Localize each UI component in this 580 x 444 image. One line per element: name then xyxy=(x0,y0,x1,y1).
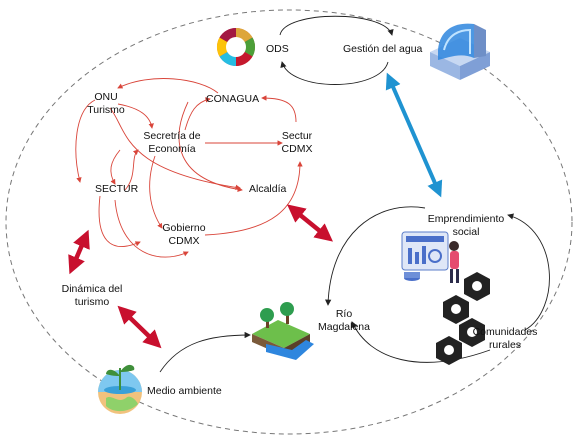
hexagon-network-icon xyxy=(436,272,490,365)
label-secretaria-line1: Secretría de xyxy=(143,130,200,142)
label-conagua: CONAGUA xyxy=(206,93,259,105)
label-ods: ODS xyxy=(266,43,289,55)
blue-arrow-agua-emprendimiento xyxy=(385,72,443,198)
black-arrows xyxy=(159,15,550,373)
label-onu-line2: Turismo xyxy=(87,104,125,116)
bold-red-arrows xyxy=(68,204,333,349)
label-emprendimiento-line1: Emprendimiento xyxy=(428,213,505,225)
label-emprendimiento-line2: social xyxy=(453,226,480,238)
label-comunidades-line1: Comunidades xyxy=(473,326,538,338)
arrow-gobierno-dinamica xyxy=(68,229,90,275)
water-fountain-icon xyxy=(430,23,490,80)
label-onu-line1: ONU xyxy=(94,91,117,103)
label-dinamica-line1: Dinámica del xyxy=(62,283,123,295)
label-dinamica-line2: turismo xyxy=(75,296,110,308)
label-sectur-cdmx-line1: Sectur xyxy=(282,130,313,142)
label-rio-line2: Magdalena xyxy=(318,321,370,333)
label-gobierno-line1: Gobierno xyxy=(162,222,205,234)
label-medio-ambiente: Medio ambiente xyxy=(147,385,222,397)
label-rio-line1: Río xyxy=(336,308,353,320)
arrow-network-rio xyxy=(287,204,333,242)
label-comunidades-line2: rurales xyxy=(489,339,521,351)
governance-arrows xyxy=(75,78,303,258)
label-alcaldia: Alcaldía xyxy=(249,183,287,195)
label-sectur: SECTUR xyxy=(95,183,139,195)
arrow-dinamica-medio xyxy=(117,305,162,349)
river-island-icon xyxy=(252,302,314,360)
entrepreneur-dashboard-icon xyxy=(401,231,459,283)
label-sectur-cdmx-line2: CDMX xyxy=(282,143,313,155)
label-secretaria-line2: Economía xyxy=(148,143,195,155)
earth-plant-icon xyxy=(98,364,142,414)
outer-dashed-ellipse xyxy=(5,9,573,435)
label-gestion-agua: Gestión del agua xyxy=(343,43,423,55)
label-gobierno-line2: CDMX xyxy=(169,235,200,247)
sdg-wheel-icon xyxy=(216,27,256,67)
